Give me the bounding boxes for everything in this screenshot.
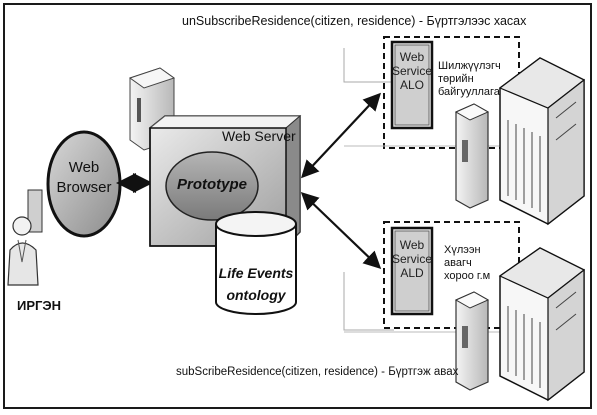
service-ald-line1: Web xyxy=(399,238,425,252)
service-ald-line2: Service xyxy=(392,252,433,266)
receiving-org-line1: Хүлээн xyxy=(444,244,481,256)
unsubscribe-caption: unSubscribeResidence(citizen, residence)… xyxy=(182,14,527,28)
web-browser-label: Web Browser xyxy=(48,158,120,198)
ontology-label-line1: Life Events xyxy=(218,265,294,281)
server-rack-icon xyxy=(498,57,586,226)
citizen-label: ИРГЭН xyxy=(17,298,62,313)
server-service-ald-arrow xyxy=(300,191,382,270)
transferring-org-line2: төрийн xyxy=(438,73,474,85)
service-ald-group xyxy=(343,221,586,402)
diagram-frame xyxy=(3,3,592,409)
prototype-node xyxy=(165,151,259,221)
server-rack-icon xyxy=(498,247,586,402)
server-tower-icon xyxy=(454,291,490,391)
web-server-title: Web Server xyxy=(222,128,296,144)
server-service-alo-arrow xyxy=(300,92,382,179)
service-alo-group xyxy=(343,36,586,226)
subscribe-caption: subScribeResidence(citizen, residence) -… xyxy=(176,366,459,378)
receiving-org-line2: авагч xyxy=(444,257,472,269)
server-tower-icon xyxy=(454,103,490,209)
service-ald-label: Web Service ALD xyxy=(392,238,432,280)
receiving-org-line3: хороо г.м xyxy=(444,270,491,282)
ontology-label: Life Events ontology xyxy=(216,262,296,306)
transferring-org-line3: байгууллага xyxy=(438,86,500,98)
web-browser-label-line1: Web xyxy=(68,159,100,176)
transferring-org-label: Шилжүүлэгч төрийн байгууллага xyxy=(438,60,501,99)
transferring-org-line1: Шилжүүлэгч xyxy=(438,60,501,72)
ontology-label-line2: ontology xyxy=(226,287,286,303)
service-alo-line2: Service xyxy=(392,64,433,78)
service-alo-line1: Web xyxy=(399,50,425,64)
service-alo-label: Web Service ALO xyxy=(392,50,432,92)
citizen-user-icon xyxy=(7,189,43,286)
web-browser-label-line2: Browser xyxy=(56,179,112,196)
receiving-org-label: Хүлээн авагч хороо г.м xyxy=(444,244,490,283)
ontology-database-icon xyxy=(215,211,297,315)
service-alo-line3: ALO xyxy=(399,78,424,92)
service-ald-line3: ALD xyxy=(400,266,424,280)
prototype-label: Prototype xyxy=(176,176,247,193)
